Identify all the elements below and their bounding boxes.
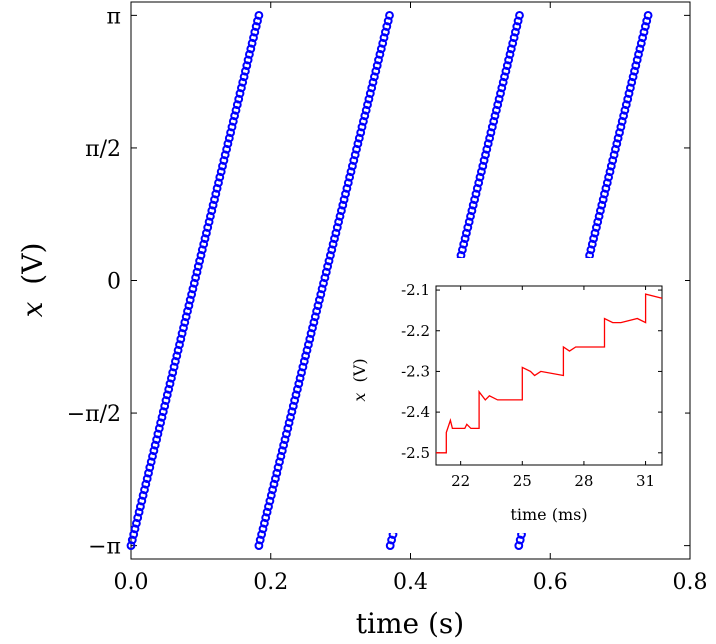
main-x-axis: 0.0 0.2 0.4 0.6 0.8 <box>114 2 708 595</box>
data-point <box>277 446 287 456</box>
svg-text:x (V): x (V) <box>16 243 49 318</box>
main-y-axis-var: x <box>16 301 49 317</box>
data-point <box>299 357 309 366</box>
inset-x-tick-label: 28 <box>574 472 593 490</box>
inset-x-axis-title: time (ms) <box>510 505 587 524</box>
data-point <box>612 139 622 149</box>
inset-y-tick-label: -2.5 <box>401 444 430 462</box>
data-point <box>179 323 188 333</box>
data-point <box>515 535 525 545</box>
inset-y-axis-title: x (V) <box>350 358 369 401</box>
inset-series-line <box>436 293 663 454</box>
data-point <box>505 50 515 59</box>
main-x-tick-label: 0.6 <box>533 570 568 595</box>
svg-text:x (V): x (V) <box>350 358 369 401</box>
data-point <box>385 11 394 20</box>
data-point <box>460 234 470 244</box>
main-x-tick-label: 0.0 <box>114 570 149 595</box>
data-point <box>193 262 203 271</box>
inset-y-axis: -2.1 -2.2 -2.3 -2.4 -2.5 <box>401 281 662 462</box>
data-point <box>149 446 159 456</box>
inset-y-tick-label: -2.4 <box>401 403 430 421</box>
data-point <box>134 507 144 517</box>
inset-y-tick-label: -2.3 <box>401 362 430 380</box>
inset-background <box>340 258 685 533</box>
inset-x-tick-label: 25 <box>513 472 532 490</box>
main-y-axis-unit: (V) <box>16 243 49 285</box>
data-point <box>515 11 524 20</box>
main-y-tick-label: π/2 <box>85 137 121 162</box>
main-y-tick-label: −π/2 <box>67 402 121 427</box>
data-point <box>338 200 348 210</box>
main-y-axis: −π −π/2 0 π/2 π <box>67 4 690 560</box>
main-y-tick-label: π <box>107 4 121 29</box>
inset-y-axis-var: x <box>350 393 369 402</box>
inset-x-tick-label: 31 <box>636 472 655 490</box>
data-point <box>251 22 261 31</box>
inset-y-tick-label: -2.1 <box>401 281 430 299</box>
main-x-tick-label: 0.4 <box>393 570 428 595</box>
data-point <box>643 11 653 20</box>
inset-x-axis: 22 25 28 31 <box>451 286 655 490</box>
main-x-tick-label: 0.2 <box>253 570 288 595</box>
main-y-tick-label: −π <box>88 535 121 560</box>
data-point <box>164 384 174 394</box>
main-x-tick-label: 0.8 <box>673 570 708 595</box>
data-point <box>498 77 508 87</box>
inset-plot-frame <box>435 285 663 466</box>
main-x-axis-title: time (s) <box>356 607 464 640</box>
data-point <box>512 22 522 31</box>
data-point <box>641 22 650 31</box>
data-point <box>619 111 628 121</box>
data-point <box>254 11 264 20</box>
inset-y-axis-unit: (V) <box>350 358 369 382</box>
main-y-axis-title: x (V) <box>16 243 49 318</box>
inset-x-tick-label: 22 <box>451 472 470 490</box>
inset-y-tick-label: -2.2 <box>401 322 430 340</box>
main-y-tick-label: 0 <box>107 270 121 295</box>
